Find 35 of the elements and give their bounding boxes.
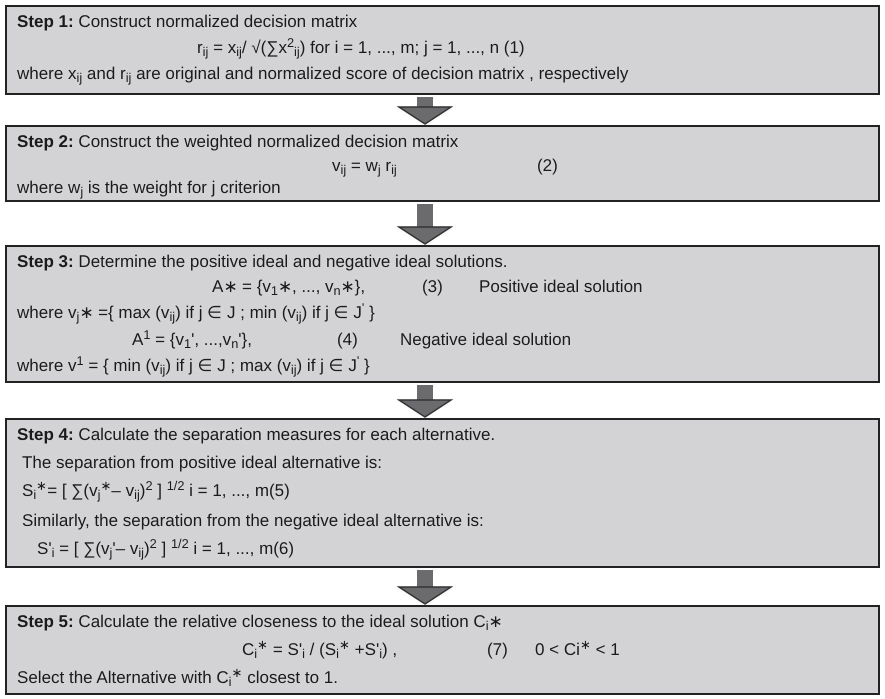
formula-text: S$_{i}$$^{∗}$= [ ∑(v$_{j}$$^{∗}$– v$_{ij}$)$^{2}$ ] $^{1/2}$ i = 1, ..., m(5) [22,480,290,502]
equation-number: (4) [337,329,358,351]
note-text: Select the Alternative with C$_{i}$$^{∗}$ closest to 1. [17,667,338,689]
step-text: Step 4: Calculate the separation measures for each alternative. [17,424,496,446]
arrow [398,385,452,418]
arrow [398,97,452,125]
formula-text: where v$^{1}$ = { min (v$_{ij}$) if j ∈ J ; max (v$_{ij}$) if j ∈ J$^{'}$ } [17,355,370,377]
step-text: Step 2: Construct the weighted normalized decision matrix [17,131,458,153]
equation-number: (2) [537,155,558,177]
formula-text: A$^{1}$ = {v$_{1}$', ...,v$_{n}$'}, [132,329,252,351]
step-box [5,5,880,95]
step-text: Step 5: Calculate the relative closeness to the ideal solution C$_{i}$∗ [17,611,503,633]
step-box [5,418,880,568]
formula-note: Positive ideal solution [479,276,642,298]
arrow [398,570,452,605]
equation-number: (7) [487,639,508,661]
step-text: Step 3: Determine the positive ideal and negative ideal solutions. [17,251,508,273]
note-text: The separation from positive ideal alternative is: [22,452,382,474]
note-text: where w$_{j}$ is the weight for j criterion [17,177,281,199]
formula-text: r$_{ij}$ = x$_{ij}$/ √(∑x$^{2}$$_{ij}$) for i = 1, ..., m; j = 1, ..., n (1) [197,37,525,59]
formula-text: 0 < Ci$^{∗}$ < 1 [535,639,620,661]
formula-note: Negative ideal solution [400,329,572,351]
arrow [398,204,452,245]
equation-number: (3) [422,276,443,298]
formula-text: where v$_{j}$∗ ={ max (v$_{ij}$) if j ∈ J ; min (v$_{ij}$) if j ∈ J$^{'}$ } [17,302,375,324]
step-box [5,245,880,383]
note-text: Similarly, the separation from the negative ideal alternative is: [22,510,484,532]
step-text: Step 1: Construct normalized decision matrix [17,11,358,33]
formula-text: A∗ = {v$_{1}$∗, ..., v$_{n}$∗}, [212,276,366,298]
step-box [5,125,880,202]
note-text: where x$_{ij}$ and r$_{ij}$ are original and normalized score of decision matrix , respectively [17,63,628,85]
formula-text: C$_{i}$$^{∗}$ = S'$_{i}$ / (S$_{i}$$^{∗}$ +S'$_{i}$) , [242,639,398,661]
formula-text: v$_{ij}$ = w$_{j}$ r$_{ij}$ [332,155,397,177]
formula-text: S'$_{i}$ = [ ∑(v$_{j}$'– v$_{ij}$)$^{2}$ ] $^{1/2}$ i = 1, ..., m(6) [37,538,294,560]
step-box [5,605,880,695]
